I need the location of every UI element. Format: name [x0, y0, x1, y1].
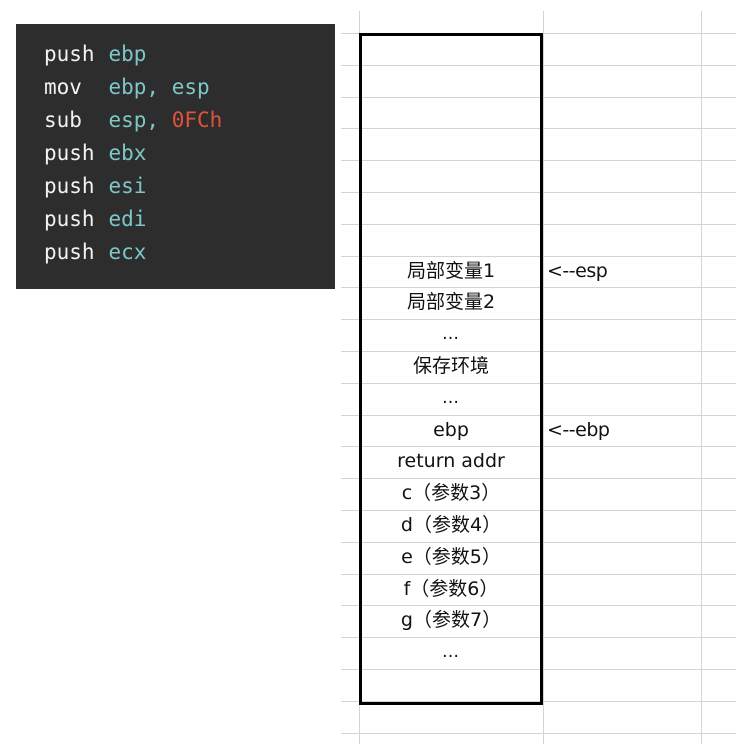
code-register: ebp — [108, 42, 147, 66]
stack-row-empty — [359, 224, 543, 256]
code-register: ebp — [108, 75, 147, 99]
stack-row-empty — [359, 128, 543, 160]
stack-row-empty — [359, 65, 543, 97]
stack-row: return addr — [397, 450, 505, 473]
code-mnemonic: mov — [44, 75, 82, 99]
grid-horizontal-line — [341, 701, 736, 702]
code-mnemonic: push — [44, 240, 95, 264]
code-register: esi — [108, 174, 147, 198]
code-register: esp — [108, 108, 147, 132]
stack-row-empty — [359, 97, 543, 129]
code-mnemonic: push — [44, 42, 95, 66]
stack-row: f（参数6） — [403, 577, 499, 600]
code-register: ebx — [108, 141, 147, 165]
stack-row: … — [442, 642, 460, 663]
stack-row: 保存环境 — [412, 354, 489, 377]
stack-row: 局部变量2 — [406, 291, 496, 314]
stack-row: c（参数3） — [401, 482, 501, 505]
code-immediate: 0FCh — [171, 108, 223, 132]
stack-row-empty — [359, 160, 543, 192]
stack-row: ebp — [433, 418, 469, 441]
stack-row: … — [442, 387, 460, 408]
stack-row: … — [442, 324, 460, 345]
pointer-label-esp: <--esp — [547, 259, 608, 282]
stack-row: g（参数7） — [400, 609, 502, 632]
code-mnemonic: push — [44, 207, 95, 231]
stack-row-empty — [359, 192, 543, 224]
code-separator: , — [146, 75, 172, 99]
grid-vertical-line — [543, 11, 544, 744]
code-register: ecx — [108, 240, 147, 264]
stack-row: e（参数5） — [401, 545, 501, 568]
stack-row-empty — [359, 33, 543, 65]
stack-row: d（参数4） — [400, 513, 502, 536]
code-line: mov ebp, esp — [44, 71, 335, 104]
stack-frame-rows: 局部变量1 局部变量2 … 保存环境 … ebp return addr c（参数3） d（参数… — [359, 33, 543, 701]
grid-vertical-line — [701, 11, 702, 744]
grid-horizontal-line — [341, 733, 736, 734]
stack-row: 局部变量1 — [406, 259, 496, 282]
code-mnemonic: push — [44, 141, 95, 165]
code-separator: , — [146, 108, 172, 132]
code-line: sub esp, 0FCh — [44, 104, 335, 137]
code-register: edi — [108, 207, 147, 231]
code-mnemonic: push — [44, 174, 95, 198]
code-register: esp — [171, 75, 210, 99]
stack-row-empty — [359, 669, 543, 701]
pointer-label-ebp: <--ebp — [547, 418, 610, 441]
code-mnemonic: sub — [44, 108, 82, 132]
